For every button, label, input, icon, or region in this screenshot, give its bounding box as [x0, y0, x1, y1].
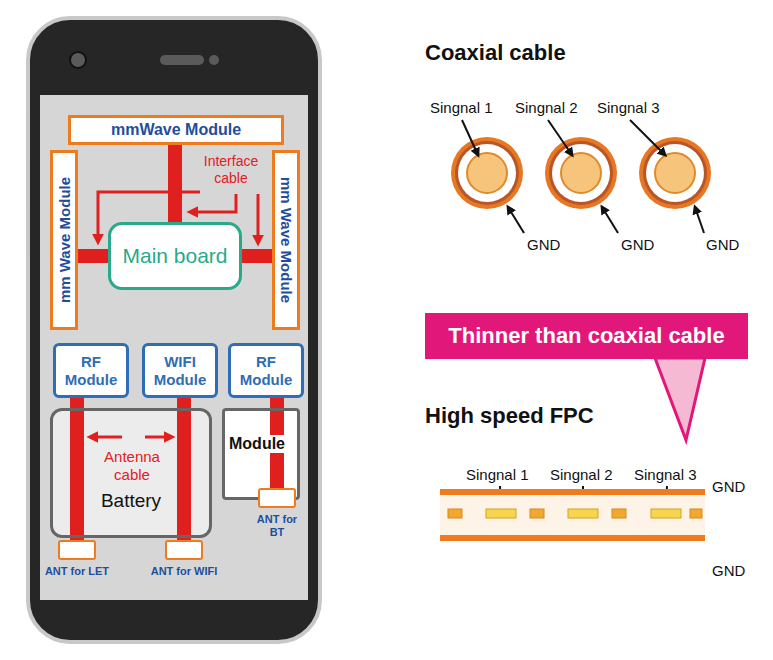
signal-label: Singnal 2 [515, 99, 578, 116]
ground-conductor [612, 509, 626, 518]
callout-pointer [655, 358, 705, 440]
callout-banner: Thinner than coaxial cable [425, 313, 748, 359]
signal-label: Singnal 3 [597, 99, 660, 116]
node-label: mmWave Module [107, 121, 245, 139]
module-fill [222, 408, 300, 500]
ground-label: GND [712, 562, 745, 579]
cable-connector [70, 398, 84, 540]
cable-connector [242, 249, 272, 263]
phone-camera [70, 52, 86, 68]
signal-conductor [568, 509, 598, 518]
fpc-strip [440, 489, 705, 541]
ground-label: GND [712, 478, 745, 495]
ground-label: GND [706, 236, 739, 253]
antenna-pad: ANT for BT [258, 488, 296, 508]
signal-label: Singnal 1 [466, 466, 529, 483]
node-label: ANT for WIFI [137, 565, 231, 577]
module-box: Module [222, 408, 300, 500]
coaxial-cables [451, 137, 711, 209]
signal-conductor [486, 509, 516, 518]
leader-arrow [90, 436, 122, 439]
coax-section [639, 137, 711, 209]
coax-section [451, 137, 523, 209]
ground-conductor [530, 509, 544, 518]
node-label: ANT for LET [30, 565, 124, 577]
node-label: Main board [118, 244, 231, 268]
cable-label: Interface cable [195, 153, 267, 187]
signal-label: Singnal 2 [550, 466, 613, 483]
section-heading: Coaxial cable [425, 40, 566, 66]
cable-connector [168, 145, 182, 222]
ground-conductor [448, 509, 462, 518]
ground-label: GND [527, 236, 560, 253]
mmwave-module: mm Wave Module [50, 150, 78, 330]
mmwave-module: mm Wave Module [272, 150, 300, 330]
leader-arrow [257, 194, 260, 243]
node-label: mm Wave Module [56, 177, 73, 303]
cable-connector [177, 398, 191, 540]
mmwave-module: mmWave Module [68, 115, 284, 145]
phone-body [28, 18, 320, 642]
signal-label: Singnal 1 [430, 99, 493, 116]
signal-conductor [651, 509, 681, 518]
antenna-pad: ANT for LET [58, 540, 96, 560]
ground-label: GND [621, 236, 654, 253]
section-heading: High speed FPC [425, 403, 594, 429]
wifi-module: WIFI Module [142, 343, 218, 398]
node-label: Module [227, 435, 287, 453]
phone-speaker [160, 55, 204, 65]
node-label: RF Module [231, 353, 301, 389]
node-label: RF Module [56, 353, 126, 389]
ground-conductor [690, 509, 702, 518]
signal-label: Singnal 3 [634, 466, 697, 483]
phone-screen [40, 95, 308, 600]
coax-section [545, 137, 617, 209]
node-label: WIFI Module [145, 353, 215, 389]
node-label: mm Wave Module [278, 177, 295, 303]
cable-connector [78, 249, 108, 263]
rf-module: RF Module [228, 343, 304, 398]
antenna-pad: ANT for WIFI [165, 540, 203, 560]
leader-arrow [145, 436, 172, 439]
cable-label: Antenna cable [92, 448, 172, 484]
leader-arrow [190, 194, 236, 212]
node-label: Battery [80, 490, 182, 512]
phone-sensor [209, 55, 219, 65]
node-label: ANT for BT [254, 513, 300, 539]
leader-arrows [90, 192, 258, 437]
main-board: Main board [108, 222, 242, 290]
rf-module: RF Module [53, 343, 129, 398]
